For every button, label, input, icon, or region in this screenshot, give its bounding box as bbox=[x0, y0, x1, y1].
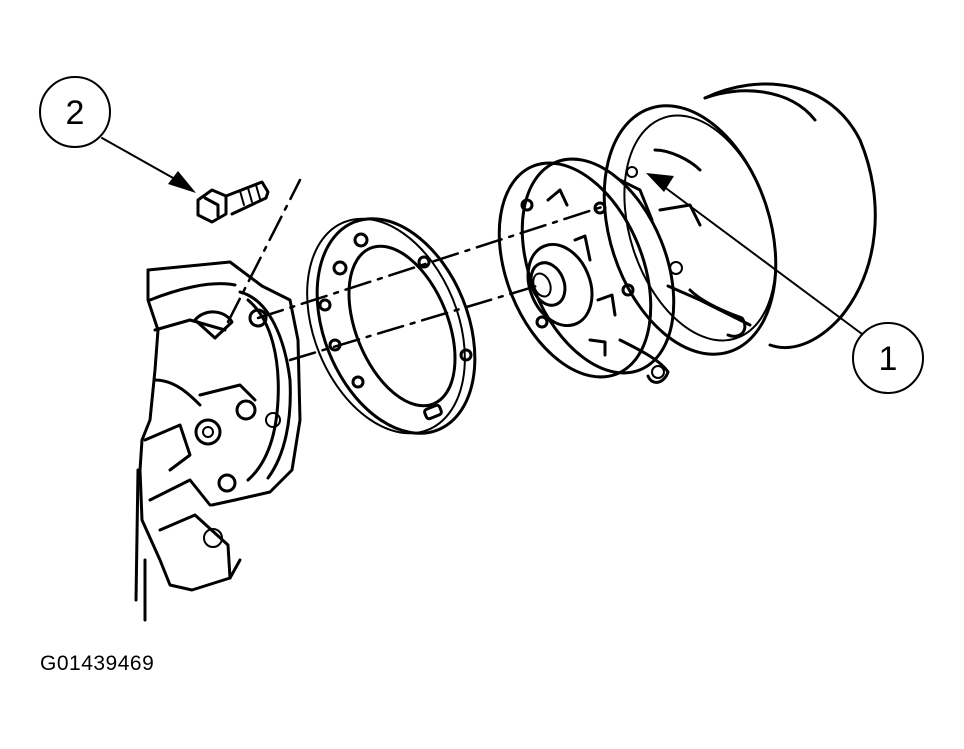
torque-converter bbox=[602, 82, 877, 356]
callout-1-leader bbox=[662, 185, 863, 335]
callout-2-leader bbox=[101, 137, 183, 184]
bolt bbox=[196, 180, 270, 224]
pump-assembly bbox=[497, 157, 676, 384]
gasket bbox=[306, 217, 477, 435]
callout-1: 1 bbox=[646, 173, 924, 394]
callout-2: 2 bbox=[39, 76, 196, 193]
callout-1-arrowhead bbox=[646, 173, 674, 192]
callout-1-circle bbox=[852, 322, 924, 394]
callout-2-arrowhead bbox=[168, 171, 196, 193]
callout-2-circle bbox=[39, 76, 111, 148]
callout-1-label: 1 bbox=[879, 340, 898, 378]
callout-2-label: 2 bbox=[66, 94, 85, 132]
transmission-case bbox=[134, 260, 302, 622]
figure-id: G01439469 bbox=[40, 652, 155, 675]
alignment-lines bbox=[226, 178, 610, 362]
